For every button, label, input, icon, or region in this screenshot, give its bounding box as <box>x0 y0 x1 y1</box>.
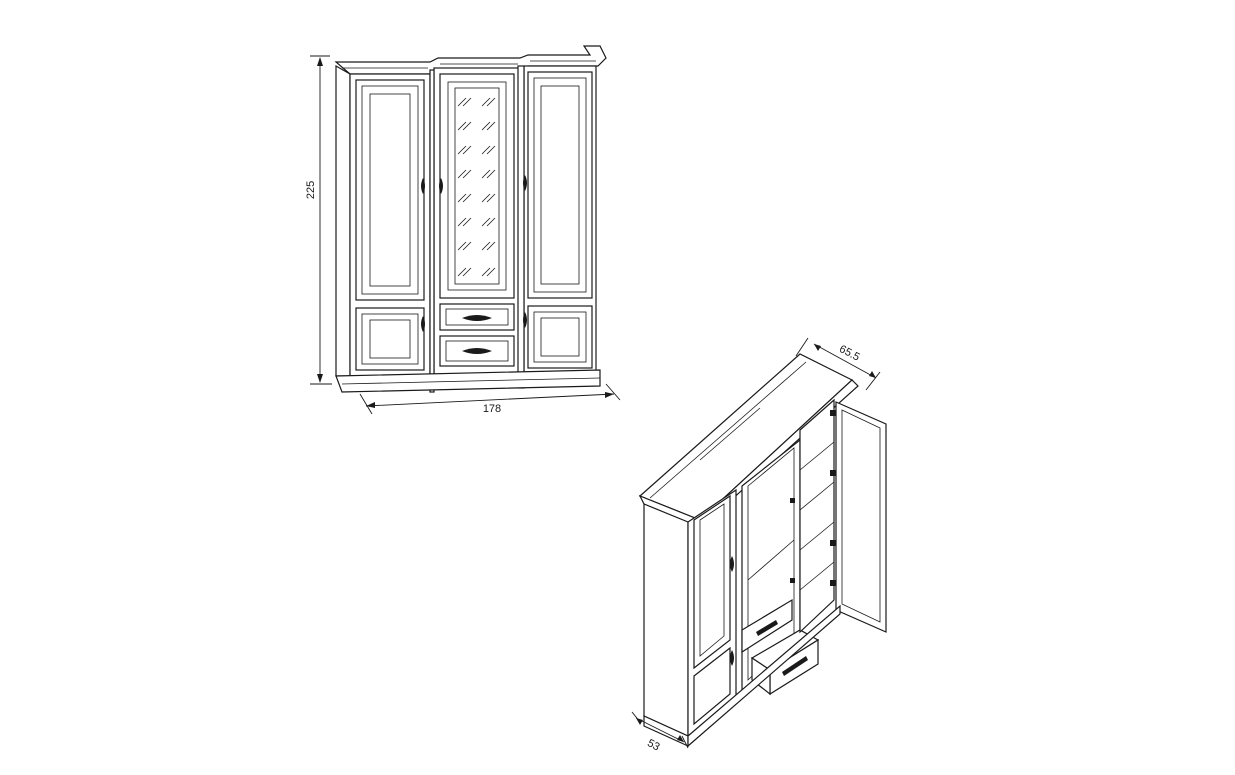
width-dimension: 178 <box>359 383 621 415</box>
front-view-wardrobe <box>334 45 607 393</box>
height-dimension: 225 <box>305 55 332 385</box>
depth-label: 65.5 <box>837 343 862 364</box>
side-label: 53 <box>645 737 661 753</box>
side-dimension: 53 <box>631 711 689 754</box>
iso-view-wardrobe <box>638 353 887 748</box>
width-label: 178 <box>483 403 501 415</box>
height-label: 225 <box>305 181 317 199</box>
mirror-glass-marks <box>457 97 496 277</box>
